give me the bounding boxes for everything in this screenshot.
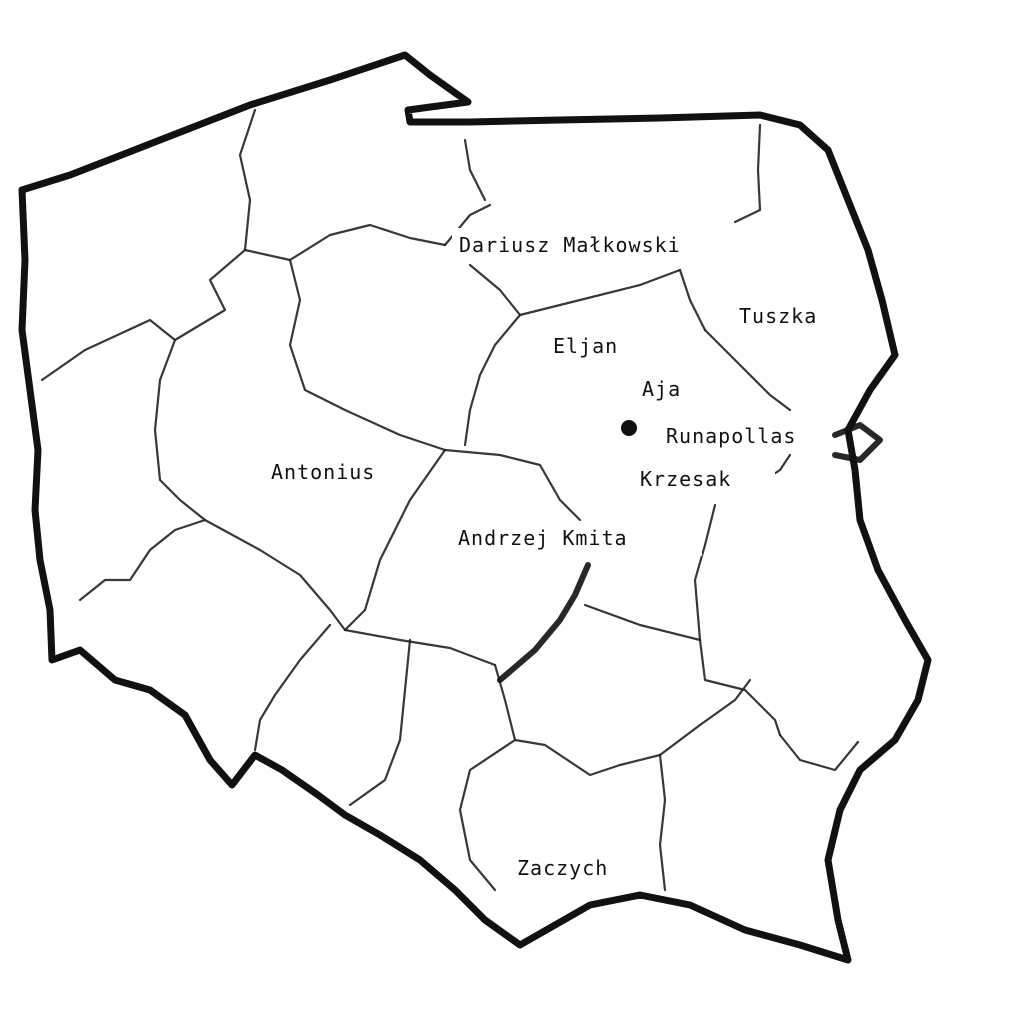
region-border-thick <box>832 422 883 463</box>
region-border <box>343 448 447 632</box>
map-label-aja: Aja <box>642 377 681 401</box>
region-border <box>243 223 447 262</box>
city-marker-dot[interactable] <box>621 420 637 436</box>
region-border <box>238 108 257 252</box>
region-border-thick <box>497 562 591 683</box>
region-border <box>153 338 207 522</box>
map-label-tuszka: Tuszka <box>739 304 817 328</box>
region-border <box>343 628 497 667</box>
region-border <box>463 138 487 202</box>
country-outline <box>18 51 932 964</box>
label-background <box>660 420 828 452</box>
map-label-zaczych: Zaczych <box>517 856 608 880</box>
region-border <box>288 258 447 452</box>
region-border <box>203 518 347 632</box>
label-background <box>452 228 734 260</box>
region-border <box>658 753 667 892</box>
map-label-dariusz: Dariusz Małkowski <box>459 233 681 257</box>
region-border <box>698 638 782 737</box>
region-border <box>40 248 247 382</box>
region-border <box>518 268 682 317</box>
region-border <box>443 448 582 522</box>
region-border <box>678 268 707 332</box>
region-border <box>733 123 762 224</box>
map-label-eljan: Eljan <box>553 334 618 358</box>
map-label-antonius: Antonius <box>271 460 375 484</box>
region-border <box>513 738 662 777</box>
region-border <box>778 733 860 772</box>
region-border <box>463 263 522 447</box>
region-border <box>658 678 752 757</box>
region-border <box>253 623 332 752</box>
label-background <box>635 464 775 496</box>
map-label-andrzej: Andrzej Kmita <box>458 526 628 550</box>
map-label-runapollas: Runapollas <box>666 424 796 448</box>
label-background <box>450 522 702 556</box>
region-border <box>458 663 517 892</box>
region-border <box>348 638 412 807</box>
region-border <box>693 503 717 642</box>
map-label-krzesak: Krzesak <box>640 467 731 491</box>
region-border <box>583 603 702 642</box>
region-border <box>703 328 792 412</box>
region-border <box>78 518 207 602</box>
